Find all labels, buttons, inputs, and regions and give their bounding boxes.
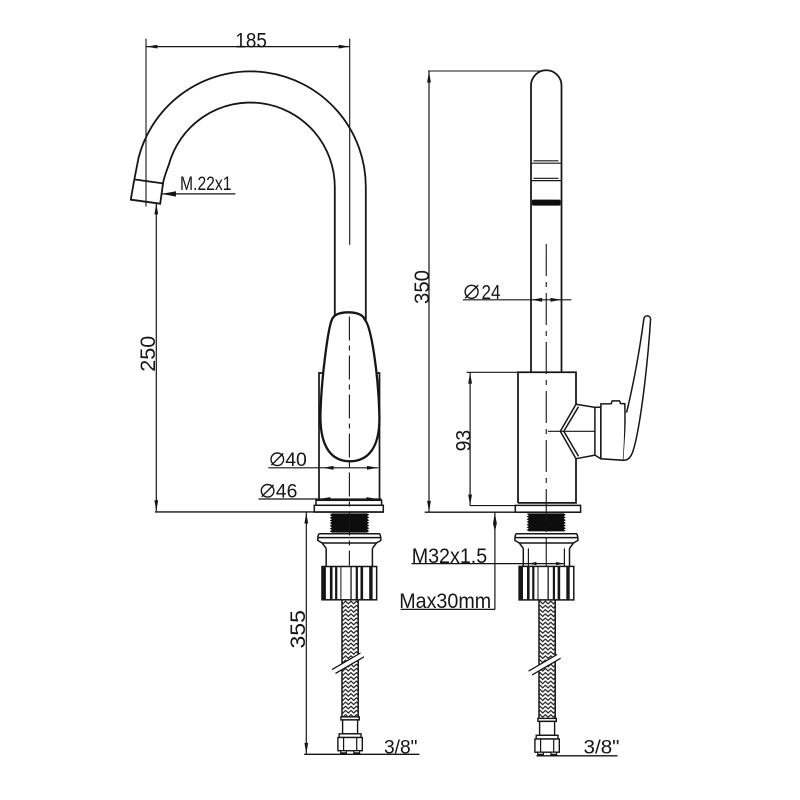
svg-text:24: 24 — [482, 282, 501, 304]
svg-text:185: 185 — [235, 29, 267, 52]
svg-text:3/8": 3/8" — [384, 736, 418, 758]
svg-text:Max30mm: Max30mm — [399, 590, 491, 613]
svg-text:M.22x1: M.22x1 — [180, 173, 232, 195]
svg-text:46: 46 — [276, 481, 298, 503]
svg-text:355: 355 — [287, 610, 310, 649]
svg-text:40: 40 — [285, 449, 307, 471]
svg-text:350: 350 — [411, 270, 434, 304]
svg-text:250: 250 — [137, 336, 160, 372]
svg-text:3/8": 3/8" — [584, 737, 620, 759]
svg-text:M32x1.5: M32x1.5 — [412, 545, 488, 568]
svg-text:93: 93 — [452, 430, 475, 452]
